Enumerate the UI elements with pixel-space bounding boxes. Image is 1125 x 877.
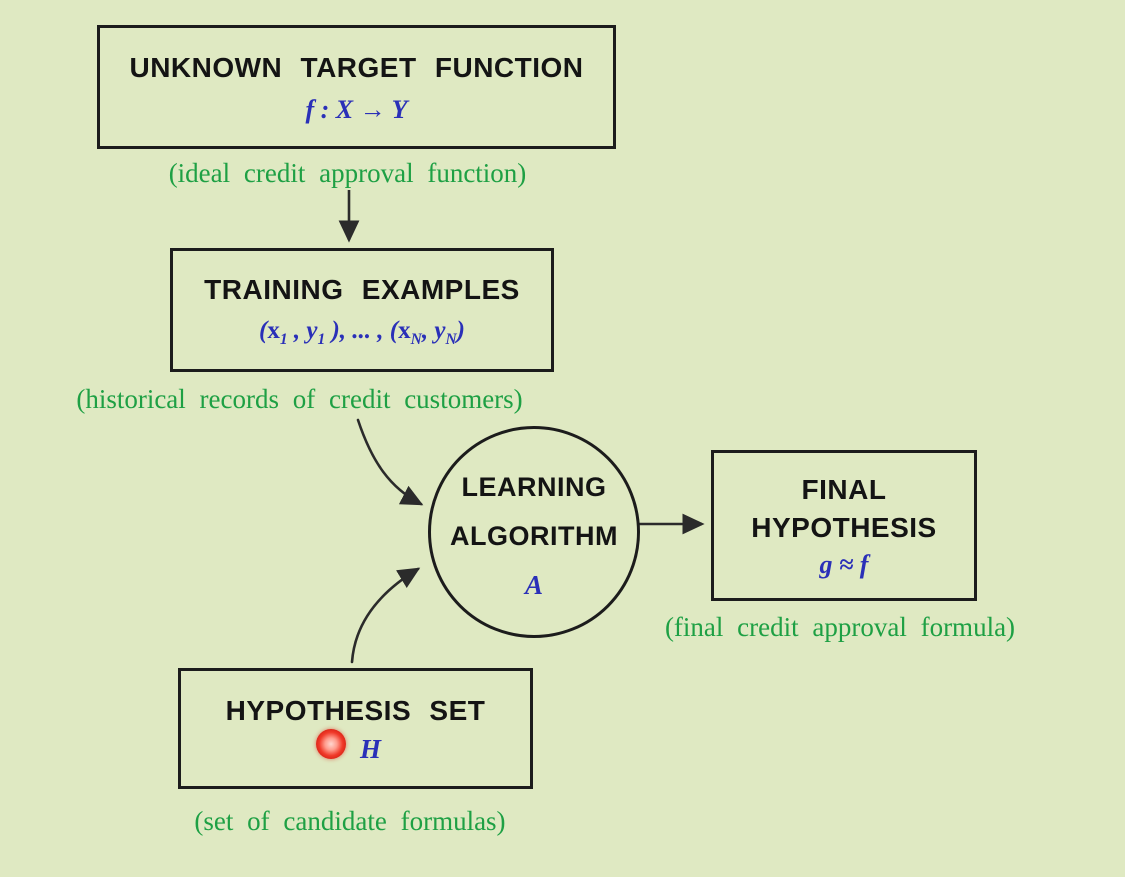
hypothesis-set-symbol: H bbox=[359, 733, 381, 764]
final-hypothesis-title-line2: HYPOTHESIS bbox=[751, 511, 937, 543]
unknown-target-function-title: UNKNOWN TARGET FUNCTION bbox=[129, 52, 584, 84]
hypothesis-set-caption: (set of candidate formulas) bbox=[194, 806, 506, 836]
hypothesis-set-box: HYPOTHESIS SET H bbox=[178, 668, 533, 789]
training-examples-box: TRAINING EXAMPLES (x1 , y1 ), ... , (xN,… bbox=[170, 248, 554, 372]
target-function-formula: f : X → Y bbox=[305, 94, 408, 124]
algorithm-symbol: A bbox=[524, 570, 543, 601]
final-hypothesis-title-line1: FINAL bbox=[801, 473, 887, 505]
final-hypothesis-caption: (final credit approval formula) bbox=[664, 612, 1016, 642]
learning-algorithm-circle: LEARNING ALGORITHM A bbox=[428, 426, 640, 638]
target-function-caption: (ideal credit approval function) bbox=[168, 158, 527, 188]
learning-algorithm-title-line2: ALGORITHM bbox=[450, 520, 618, 551]
hypothesis-set-title: HYPOTHESIS SET bbox=[225, 695, 486, 727]
unknown-target-function-box: UNKNOWN TARGET FUNCTION f : X → Y bbox=[97, 25, 616, 149]
final-hypothesis-formula: g ≈ f bbox=[819, 550, 869, 580]
laser-pointer-dot bbox=[316, 729, 346, 759]
training-examples-formula: (x1 , y1 ), ... , (xN, yN) bbox=[259, 316, 465, 348]
learning-algorithm-title-line1: LEARNING bbox=[461, 471, 607, 502]
training-examples-title: TRAINING EXAMPLES bbox=[204, 274, 520, 306]
arrow-training-to-algorithm bbox=[356, 418, 424, 506]
training-examples-caption: (historical records of credit customers) bbox=[76, 384, 523, 414]
arrow-hypothesis-to-algorithm bbox=[350, 567, 421, 664]
final-hypothesis-box: FINAL HYPOTHESIS g ≈ f bbox=[711, 450, 977, 601]
